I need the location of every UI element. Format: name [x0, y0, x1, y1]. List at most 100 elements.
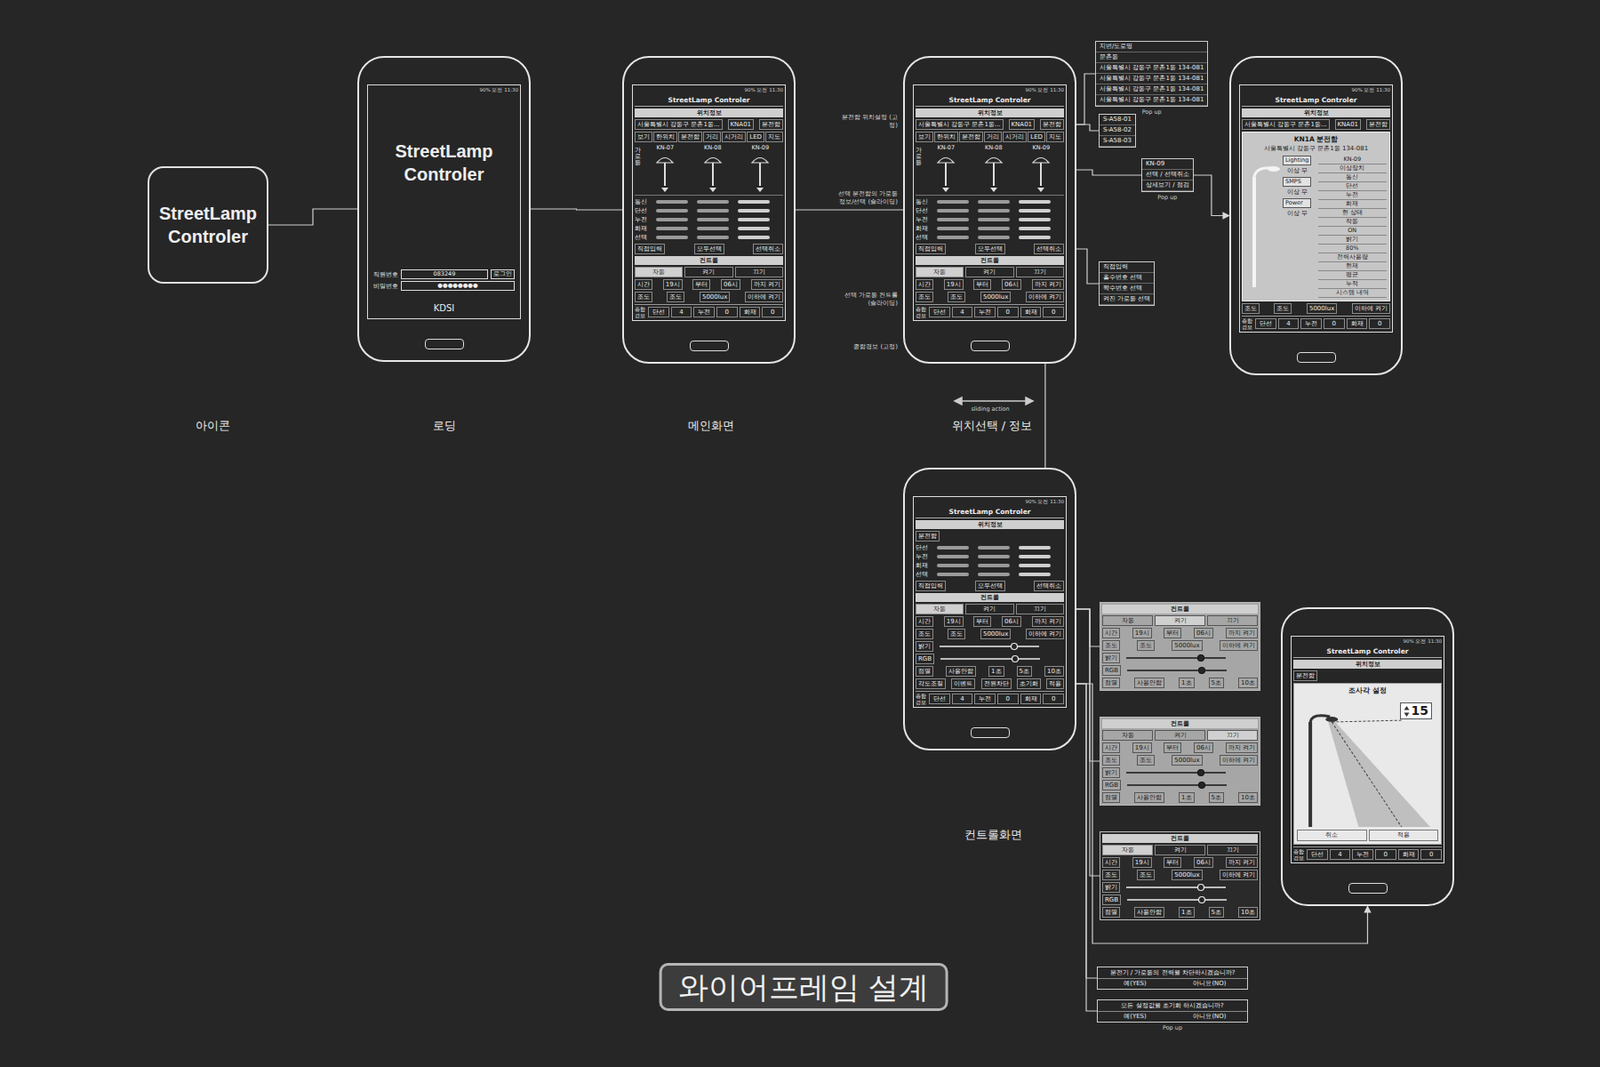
- alarm-cell: 단선: [648, 306, 670, 318]
- status-line: 누전: [634, 215, 784, 224]
- cell: 조도: [915, 628, 934, 640]
- tab: 끄기: [1207, 729, 1258, 741]
- status-bar: 90% 오전 11:30: [1241, 87, 1391, 94]
- row-node: 점멸사용안함1초5초10초: [1102, 792, 1258, 803]
- cell: 5000lux: [1171, 640, 1202, 651]
- status-bars: [933, 233, 1056, 241]
- cell: 조도: [1241, 303, 1260, 314]
- alarm-cell: 누전: [1352, 848, 1374, 860]
- alarm-cell: 0: [1323, 318, 1345, 329]
- cell: 한위치: [934, 131, 959, 143]
- overlay-button: 적용: [1368, 829, 1440, 841]
- status-bar: 90% 오전 11:30: [634, 87, 784, 94]
- info-line: ON: [1318, 226, 1388, 236]
- cell: 이하에 켜기: [1025, 628, 1064, 640]
- slider-track: [1123, 895, 1231, 904]
- cell: 이하에 켜기: [1219, 754, 1258, 766]
- cpanel-node: 컨트롤자동켜기끄기시간19시부터06시까지 켜기조도조도5000lux이하에 켜…: [1099, 601, 1261, 691]
- tab: 자동: [1102, 729, 1153, 741]
- lamp-column: KN-07: [642, 144, 689, 193]
- info-line: KN-09: [1318, 155, 1388, 165]
- cell: 시간: [1102, 856, 1120, 868]
- status-value: 이상 무: [1282, 209, 1312, 218]
- status-line: 단선: [915, 206, 1064, 216]
- status-bars: [933, 570, 1056, 578]
- home-button: [970, 340, 1010, 352]
- alarm-cell: 4: [952, 306, 974, 318]
- cell: 06시: [1001, 279, 1022, 290]
- app-header: StreetLamp Controler: [1293, 646, 1442, 658]
- lamps-node: 가로등KN-07KN-08KN-09: [634, 144, 784, 196]
- cell: 분전함: [1293, 670, 1318, 681]
- caption: 아이콘: [192, 417, 233, 434]
- cell: 조도: [915, 291, 934, 303]
- cell: 직접입력: [915, 243, 946, 255]
- status-line: 단선: [634, 206, 784, 216]
- cell: 분전함: [1040, 119, 1064, 130]
- phone-screen: 90% 오전 11:30StreetLamp Controler직원번호0832…: [367, 84, 521, 320]
- tab: 자동: [915, 603, 964, 615]
- info-line: 현 상태: [1318, 208, 1388, 218]
- cell: 점멸: [1102, 906, 1120, 918]
- app-header: StreetLamp Controler: [915, 506, 1064, 519]
- lamp-icon: [749, 152, 771, 193]
- status-bars: [652, 198, 776, 206]
- alarm-cell: 0: [761, 306, 784, 318]
- cell: 한위치: [653, 131, 678, 143]
- popup-line: 상세보기 / 점검: [1142, 180, 1193, 192]
- cell: 시간: [634, 279, 653, 290]
- slider-node: RGB: [1102, 779, 1258, 791]
- cpanel-node: 컨트롤자동켜기끄기시간19시부터06시까지 켜기조도조도5000lux이하에 켜…: [1099, 831, 1261, 920]
- alarm-cell: 0: [1375, 848, 1397, 860]
- popup-line: S-A58-02: [1099, 125, 1136, 136]
- popup-line: 서울특별시 강동구 문촌1동 134-081: [1096, 84, 1208, 96]
- cell: 19시: [944, 616, 964, 627]
- row-node: 조도조도5000lux이하에 켜기: [1102, 754, 1258, 766]
- input-field: ●●●●●●●●: [400, 280, 515, 291]
- row-node: 점멸사용안함1초5초10초: [1102, 906, 1258, 918]
- row-node: 시간19시부터06시까지 켜기: [915, 279, 1064, 290]
- cell: 시거리: [721, 131, 746, 143]
- lamp-column: KN-07: [923, 144, 970, 193]
- cell: 부터: [973, 616, 992, 627]
- icon-node: StreetLamp Controler: [147, 166, 269, 284]
- login-node: 비밀번호●●●●●●●●: [369, 280, 519, 291]
- row-node: 직접입력모두선택선택취소: [915, 580, 1064, 592]
- info-line: 화재: [1318, 200, 1388, 209]
- cell: 분전함: [959, 131, 984, 143]
- cell: 각도조절: [915, 678, 946, 689]
- status-bar: 90% 오전 11:30: [915, 87, 1064, 94]
- cell: 거리: [703, 131, 721, 143]
- vertical-label: 가로등: [915, 147, 922, 167]
- tab: 켜기: [1154, 844, 1206, 856]
- cell: 5초: [1208, 677, 1224, 688]
- cell: 조도: [1136, 640, 1155, 651]
- lamp-figure: [1245, 155, 1281, 289]
- status-label: 단선: [634, 207, 653, 216]
- status-key: Power: [1282, 198, 1312, 208]
- tab: 켜기: [1154, 729, 1206, 741]
- cell: 5000lux: [1171, 869, 1202, 880]
- input-field: 083249: [400, 269, 488, 280]
- cell: 조도: [947, 291, 966, 303]
- confirm-button: 아니요(NO): [1172, 978, 1248, 989]
- alarm-cell: 누전: [1300, 318, 1322, 329]
- cell: 모두선택: [694, 243, 725, 255]
- annotation: 종합경보 (고정): [835, 343, 898, 352]
- phone-node: 90% 오전 11:30StreetLamp Controler위치정보서울특별…: [622, 56, 796, 364]
- status-line: 통신: [915, 197, 1064, 207]
- cell: 조도: [1102, 754, 1120, 766]
- cell: 1초: [1178, 906, 1194, 918]
- cell: 사용안함: [1134, 677, 1165, 688]
- cell: 5000lux: [980, 628, 1011, 640]
- row-node: 점멸사용안함1초5초10초: [915, 665, 1064, 677]
- alarm-cell: 0: [997, 306, 1019, 318]
- caption: 위치선택 / 정보: [949, 417, 1036, 434]
- alarm-cell: 4: [671, 306, 693, 318]
- caption: 메인화면: [685, 417, 737, 434]
- info-line: 작동: [1318, 217, 1388, 227]
- status-bars: [933, 561, 1056, 569]
- alarm-node: 종합 경보단선4누전0화재0: [634, 304, 784, 319]
- status-line: 화재: [915, 224, 1064, 233]
- status-bars: [933, 544, 1056, 552]
